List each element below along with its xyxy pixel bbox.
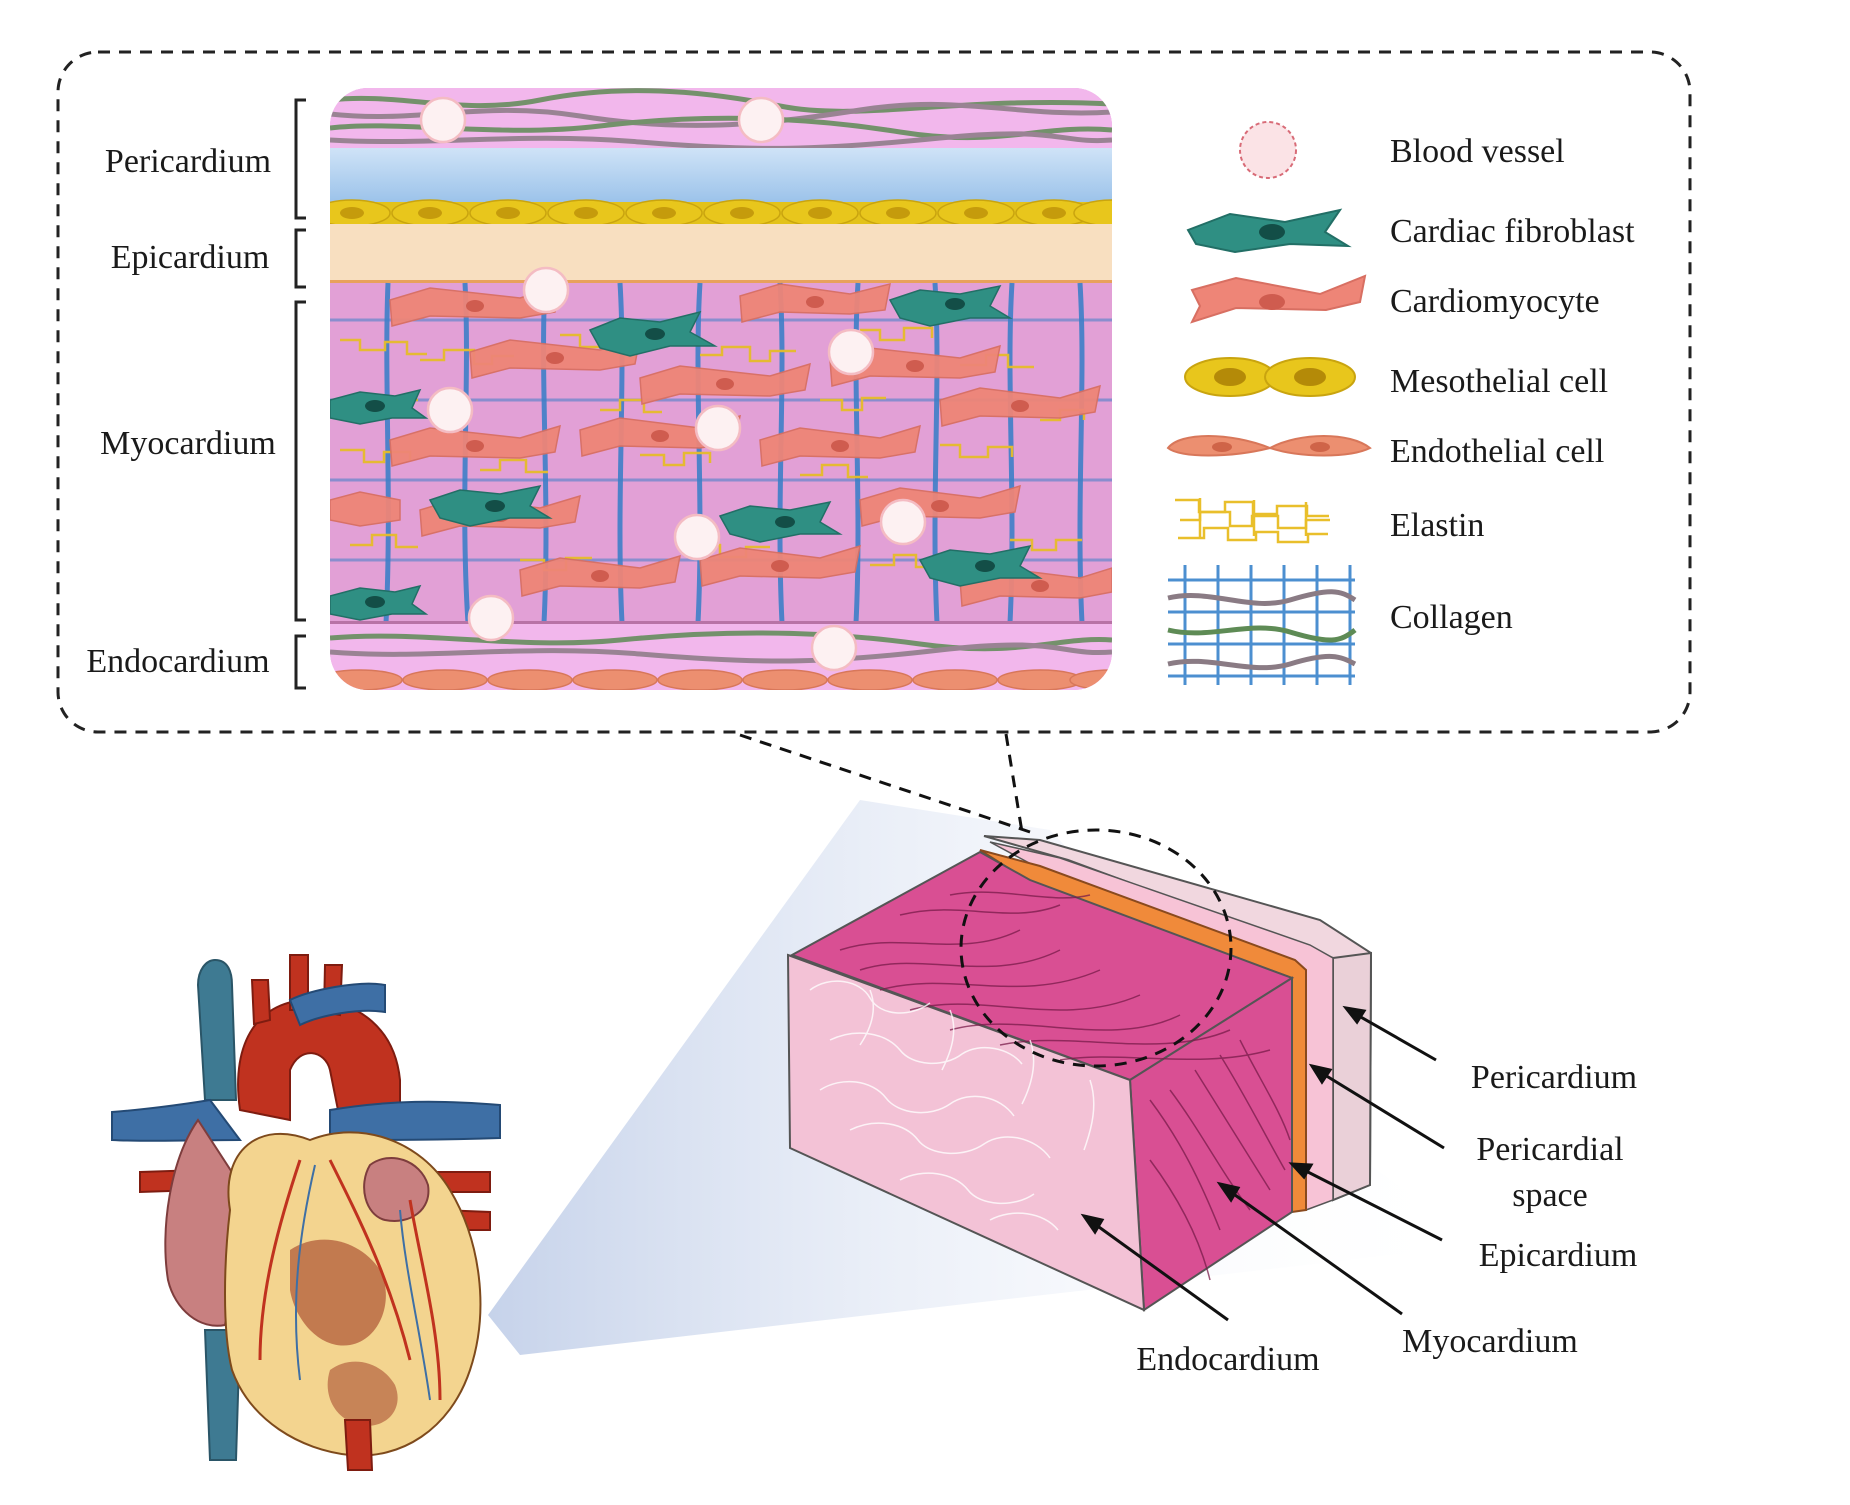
elastin-icon	[1175, 498, 1330, 544]
anatomy-endocardium-label: Endocardium	[1136, 1341, 1319, 1378]
anatomy-pericardium-label: Pericardium	[1471, 1059, 1637, 1096]
pericardium-label: Pericardium	[105, 143, 271, 180]
legend-cardiac-fibroblast-label: Cardiac fibroblast	[1390, 213, 1635, 250]
legend-blood-vessel-label: Blood vessel	[1390, 133, 1565, 170]
legend-elastin-label: Elastin	[1390, 507, 1484, 544]
endothelial-cell-icon	[1166, 435, 1372, 457]
zoom-circle	[959, 828, 1233, 1068]
cardiomyocyte-icon	[1190, 274, 1367, 324]
pericardial-fluid-band	[330, 148, 1112, 202]
zoom-connector-lines	[739, 733, 1031, 834]
anatomy-epicardium-label: Epicardium	[1479, 1237, 1638, 1274]
endocardium-front-surface	[786, 953, 1146, 1312]
legend-collagen-label: Collagen	[1390, 599, 1513, 636]
endocardium-label: Endocardium	[86, 643, 269, 680]
legend-mesothelial-cell-label: Mesothelial cell	[1390, 363, 1608, 400]
mesothelial-cell-icon	[1184, 357, 1356, 397]
anatomy-myocardium-label: Myocardium	[1402, 1323, 1578, 1360]
collagen-icon	[1167, 565, 1357, 685]
legend-cardiomyocyte-label: Cardiomyocyte	[1390, 283, 1600, 320]
anatomy-pericardial-space-label-line2: space	[1512, 1177, 1588, 1214]
heart-illustration	[111, 954, 501, 1471]
endothelial-row	[330, 669, 1112, 690]
layer-brackets	[294, 98, 306, 690]
epicardium-band	[330, 224, 1112, 280]
myocardium-label: Myocardium	[100, 425, 276, 462]
blood-vessel-icon	[1239, 121, 1297, 179]
epicardium-label: Epicardium	[111, 239, 270, 276]
mesothelial-row	[330, 199, 1112, 227]
histology-panel	[330, 88, 1112, 690]
legend-endothelial-cell-label: Endothelial cell	[1390, 433, 1604, 470]
anatomy-pericardial-space-label-line1: Pericardial	[1476, 1131, 1623, 1168]
cardiac-fibroblast-icon	[1186, 208, 1352, 254]
anatomy-arrows	[1080, 1005, 1445, 1322]
